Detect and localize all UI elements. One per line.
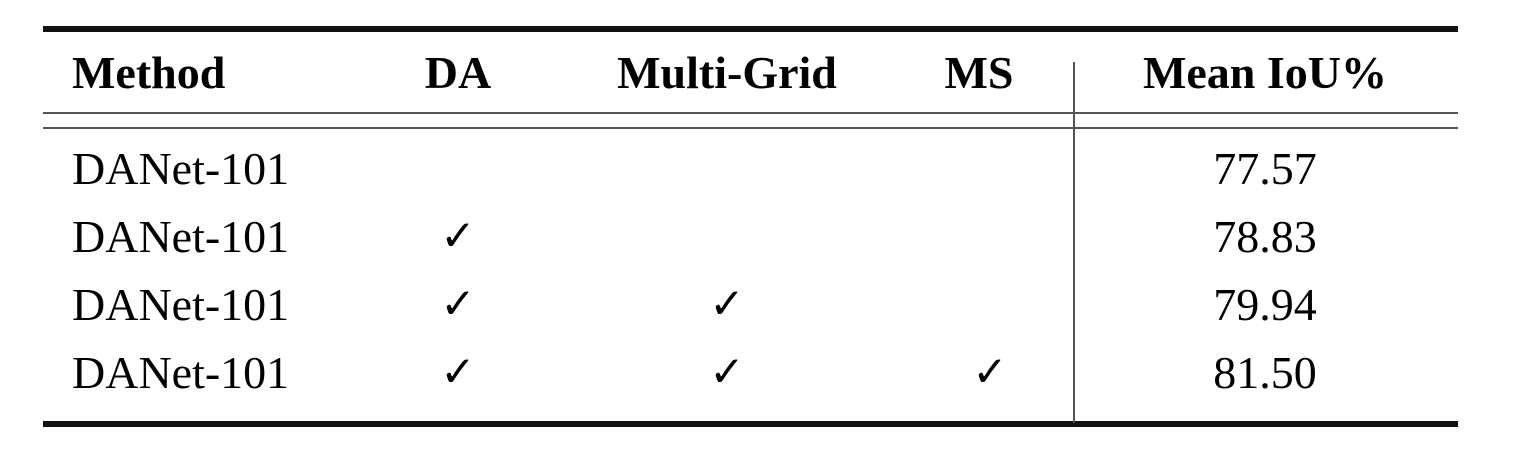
table-row-3-da-check: ✓ bbox=[440, 282, 476, 328]
table-row-3-mean-iou: 79.94 bbox=[1213, 279, 1317, 330]
table-header-rule-upper bbox=[43, 112, 1458, 114]
column-header-da: DA bbox=[424, 47, 492, 98]
table-bottom-rule bbox=[43, 421, 1458, 427]
table-row-2-mean-iou: 78.83 bbox=[1213, 211, 1317, 262]
table-row-3-method: DANet-101 bbox=[72, 279, 290, 330]
column-header-multi-grid: Multi-Grid bbox=[617, 47, 837, 98]
table-row-4-da-check: ✓ bbox=[440, 350, 476, 396]
table-row-1-mean-iou: 77.57 bbox=[1213, 143, 1317, 194]
table-row-2-da-check: ✓ bbox=[440, 214, 476, 260]
column-header-mean-iou: Mean IoU% bbox=[1142, 47, 1388, 98]
table-top-rule bbox=[43, 26, 1458, 32]
table-row-4-multi-grid-check: ✓ bbox=[709, 350, 745, 396]
table-row-4-ms-check: ✓ bbox=[972, 350, 1008, 396]
table-row-4-mean-iou: 81.50 bbox=[1213, 347, 1317, 398]
table-row-4-method: DANet-101 bbox=[72, 347, 290, 398]
table-column-divider bbox=[1073, 62, 1075, 423]
table-row-3-multi-grid-check: ✓ bbox=[709, 282, 745, 328]
table-header-rule-lower bbox=[43, 127, 1458, 129]
column-header-ms: MS bbox=[944, 47, 1014, 98]
table-row-2-method: DANet-101 bbox=[72, 211, 290, 262]
column-header-method: Method bbox=[72, 47, 226, 98]
table-row-1-method: DANet-101 bbox=[72, 143, 290, 194]
